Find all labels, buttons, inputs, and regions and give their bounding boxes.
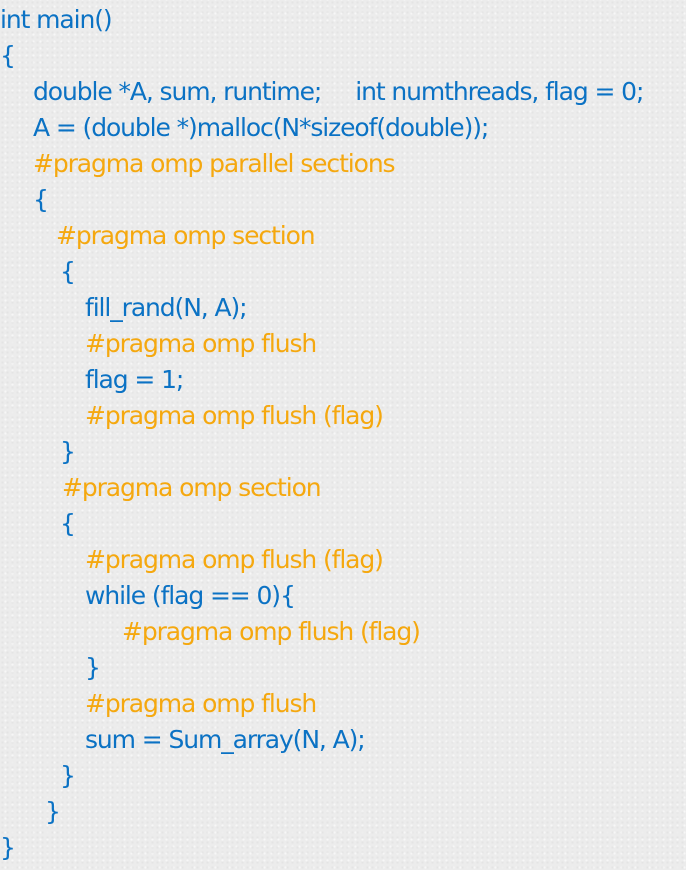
code-text: fill_rand(N, A); [85, 293, 248, 322]
code-line-pragma-flush: #pragma omp flush [85, 326, 317, 362]
code-line-declarations: double *A, sum, runtime; int numthreads, … [33, 74, 644, 110]
code-line-fill-rand: fill_rand(N, A); [85, 290, 248, 326]
code-text: #pragma omp flush (flag) [122, 617, 421, 646]
code-text: { [33, 185, 49, 214]
code-text: #pragma omp flush (flag) [85, 545, 384, 574]
code-text: int main() [0, 5, 113, 34]
code-line-malloc: A = (double *)malloc(N*sizeof(double)); [33, 110, 489, 146]
code-text: } [0, 833, 16, 862]
code-line-pragma-flush: #pragma omp flush [85, 686, 317, 722]
code-line-close-brace: } [0, 830, 16, 866]
code-text: #pragma omp flush (flag) [85, 401, 384, 430]
code-line-close-brace: } [85, 650, 101, 686]
code-line-sum-array: sum = Sum_array(N, A); [85, 722, 366, 758]
code-text: { [60, 509, 76, 538]
code-text: int numthreads, flag = 0; [355, 77, 644, 106]
code-line-pragma-section: #pragma omp section [56, 218, 316, 254]
code-line-open-brace: { [0, 38, 16, 74]
code-text: } [85, 653, 101, 682]
code-text: flag = 1; [85, 365, 184, 394]
code-text: { [0, 41, 16, 70]
code-text: while (flag == 0){ [85, 581, 296, 610]
code-text: } [60, 761, 76, 790]
code-text: #pragma omp flush [85, 689, 317, 718]
code-line-open-brace: { [60, 506, 76, 542]
code-text: sum = Sum_array(N, A); [85, 725, 366, 754]
code-text: #pragma omp section [56, 221, 316, 250]
code-line-close-brace: } [60, 758, 76, 794]
code-line-close-brace: } [45, 794, 61, 830]
code-line-open-brace: { [60, 254, 76, 290]
code-text: } [45, 797, 61, 826]
code-line-pragma-flush-flag: #pragma omp flush (flag) [85, 542, 384, 578]
code-text: } [60, 437, 76, 466]
code-text: double *A, sum, runtime; [33, 77, 322, 106]
code-text: #pragma omp parallel sections [33, 149, 396, 178]
code-line-pragma-section: #pragma omp section [62, 470, 322, 506]
code-text: { [60, 257, 76, 286]
code-text: A = (double *)malloc(N*sizeof(double)); [33, 113, 489, 142]
code-line-pragma-parallel-sections: #pragma omp parallel sections [33, 146, 396, 182]
code-line-pragma-flush-flag: #pragma omp flush (flag) [85, 398, 384, 434]
code-text: #pragma omp flush [85, 329, 317, 358]
code-line-while-loop: while (flag == 0){ [85, 578, 296, 614]
code-line-flag-assign: flag = 1; [85, 362, 184, 398]
code-line-main: int main() [0, 2, 113, 38]
code-line-pragma-flush-flag: #pragma omp flush (flag) [122, 614, 421, 650]
code-line-close-brace: } [60, 434, 76, 470]
code-text: #pragma omp section [62, 473, 322, 502]
code-line-open-brace: { [33, 182, 49, 218]
